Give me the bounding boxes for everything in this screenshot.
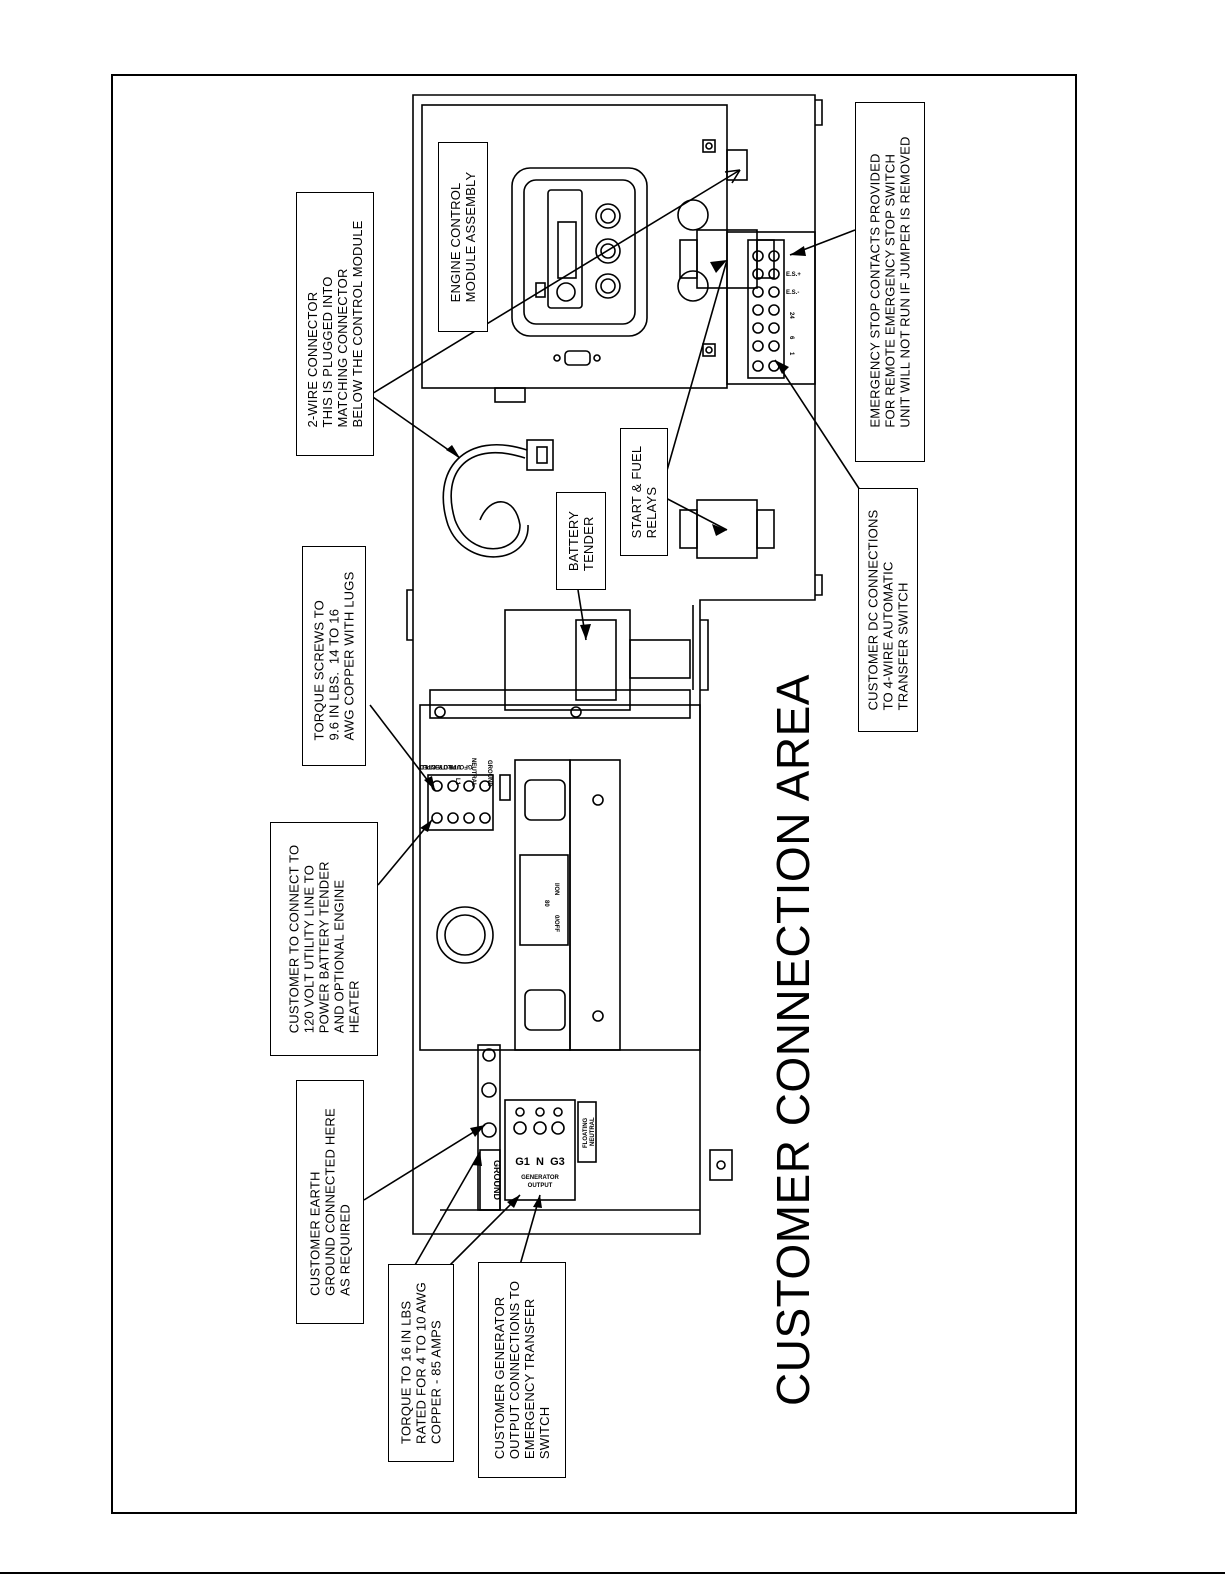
breaker-on-label: I/ON [553, 883, 559, 895]
terminal-neutral-label: NEUTRAL [470, 758, 476, 787]
callout-battery-tender: BATTERY TENDER [556, 492, 606, 590]
enclosure-outline [412, 94, 816, 1235]
gfci-label-2: UTILITY INPUT [419, 763, 462, 769]
ground-plate-label: GROUND [492, 1160, 502, 1200]
callout-torque-16-text: TORQUE TO 16 IN LBS RATED FOR 4 TO 10 AW… [398, 1282, 444, 1444]
main-breaker [514, 759, 571, 1051]
callout-two-wire-connector: 2-WIRE CONNECTOR THIS IS PLUGGED INTO MA… [296, 192, 374, 456]
fuel-relay [696, 499, 758, 559]
leader-torque-screws [369, 704, 436, 791]
callout-generator-output: CUSTOMER GENERATOR OUTPUT CONNECTIONS TO… [478, 1262, 566, 1478]
breaker-amps-label: 80 [543, 900, 549, 907]
leader-relay-2 [659, 259, 728, 496]
leader-utility [377, 819, 433, 886]
callout-emergency-stop: EMERGENCY STOP CONTACTS PROVIDED FOR REM… [855, 102, 925, 462]
callout-two-wire-text: 2-WIRE CONNECTOR THIS IS PLUGGED INTO MA… [305, 220, 365, 428]
callout-battery-tender-text: BATTERY TENDER [566, 510, 596, 572]
bottom-rule [0, 1572, 1225, 1574]
tb-24-label: 24 [788, 312, 794, 319]
leader-dc [774, 359, 861, 491]
callout-generator-output-text: CUSTOMER GENERATOR OUTPUT CONNECTIONS TO… [492, 1280, 552, 1460]
callout-utility-line: CUSTOMER TO CONNECT TO 120 VOLT UTILITY … [270, 822, 378, 1056]
control-module [511, 167, 648, 337]
callout-ecm: ENGINE CONTROL MODULE ASSEMBLY [438, 142, 488, 332]
floating-label-2: NEUTRAL [590, 1117, 596, 1146]
tb-6-label: 6 [788, 336, 794, 340]
leader-two-wire-ecm [369, 169, 741, 396]
callout-torque-screws-text: TORQUE SCREWS TO 9.6 IN LBS. 14 TO 16 AW… [311, 571, 357, 741]
tb-es-plus-label: E.S.+ [786, 272, 801, 278]
callout-relays: START & FUEL RELAYS [620, 428, 668, 556]
callout-dc-connections: CUSTOMER DC CONNECTIONS TO 4-WIRE AUTOMA… [858, 488, 918, 732]
leader-torque16-ground [414, 1151, 481, 1266]
terminal-ground-label: GROUND [486, 760, 492, 787]
callout-torque-16: TORQUE TO 16 IN LBS RATED FOR 4 TO 10 AW… [388, 1264, 454, 1462]
gfci-label-1: GFCI PROTECTED [419, 763, 473, 769]
floating-label-1: FLOATING [583, 1117, 589, 1148]
callout-utility-line-text: CUSTOMER TO CONNECT TO 120 VOLT UTILITY … [286, 844, 362, 1034]
tb-1-label: 1 [788, 352, 794, 356]
ac-panel [419, 704, 701, 1051]
tb-es-minus-label: E.S.- [786, 290, 799, 296]
diagram-title: CUSTOMER CONNECTION AREA [767, 674, 819, 1406]
dc-terminal-strip [726, 231, 816, 385]
battery-tender-unit [504, 609, 631, 711]
gen-output-label-2: OUTPUT [528, 1183, 553, 1189]
callout-earth-ground-text: CUSTOMER EARTH GROUND CONNECTED HERE AS … [307, 1108, 353, 1296]
terminal-l1-label: L1 [454, 778, 460, 786]
leader-relay-1 [659, 494, 728, 531]
callout-relays-text: START & FUEL RELAYS [629, 445, 659, 539]
page-border [111, 74, 1077, 1514]
leader-torque16-gen [449, 1194, 521, 1266]
gen-output-label-1: GENERATOR [521, 1175, 559, 1181]
leader-two-wire-harness [369, 394, 461, 459]
callout-earth-ground: CUSTOMER EARTH GROUND CONNECTED HERE AS … [296, 1080, 364, 1324]
callout-ecm-text: ENGINE CONTROL MODULE ASSEMBLY [448, 171, 478, 303]
gen-terminals-label: G1 N G3 [515, 1156, 565, 1168]
callout-dc-connections-text: CUSTOMER DC CONNECTIONS TO 4-WIRE AUTOMA… [865, 509, 911, 711]
callout-emergency-stop-text: EMERGENCY STOP CONTACTS PROVIDED FOR REM… [867, 136, 913, 428]
two-wire-connector [526, 439, 554, 471]
gfci-terminal-block [427, 774, 494, 831]
breaker-off-label: 0/OFF [553, 915, 559, 932]
leader-earth-ground [363, 1124, 486, 1201]
callout-torque-screws: TORQUE SCREWS TO 9.6 IN LBS. 14 TO 16 AW… [302, 546, 366, 766]
